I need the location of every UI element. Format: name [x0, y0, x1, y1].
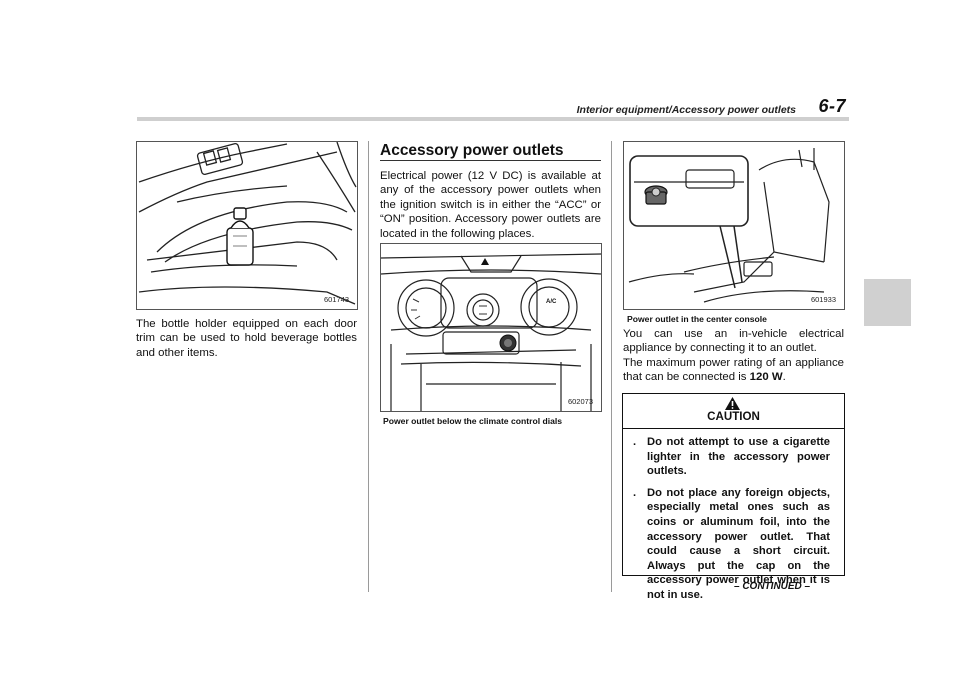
bottle-holder-illustration: 601743: [136, 141, 358, 310]
figure-code: 602073: [567, 397, 593, 406]
column-divider-2: [611, 141, 612, 592]
bullet-dot: .: [633, 486, 637, 499]
caution-bullet-2: . Do not place any foreign objects, espe…: [633, 486, 830, 603]
caution-bullet-1: . Do not attempt to use a cigarette ligh…: [633, 435, 830, 479]
column-divider-1: [368, 141, 369, 592]
section-title-rule: [380, 160, 601, 161]
center-console-drawing: [628, 148, 830, 303]
bottle-holder-drawing: [138, 142, 357, 305]
page-number: 6-7: [818, 96, 846, 116]
caution-heading: CAUTION: [707, 410, 760, 423]
chapter-side-tab: [864, 279, 911, 326]
header-rule: [137, 117, 849, 121]
power-rating-suffix: .: [782, 371, 786, 384]
bottle-holder-text: The bottle holder equipped on each door …: [136, 318, 357, 359]
bullet-dot: .: [633, 436, 637, 448]
ac-label: A/C: [546, 299, 557, 305]
climate-panel-drawing: A/C: [381, 253, 601, 411]
power-rating-value: 120 W: [749, 371, 783, 384]
appliance-text: You can use an in-vehicle electrical app…: [623, 328, 844, 355]
figure-caption: Power outlet in the center console: [627, 314, 767, 324]
section-title: Accessory power outlets: [380, 142, 564, 159]
figure-code: 601743: [323, 295, 349, 304]
caution-box: CAUTION . Do not attempt to use a cigare…: [622, 393, 845, 601]
figure-caption: Power outlet below the climate control d…: [383, 416, 563, 426]
climate-control-outlet-illustration: A/C 602073: [380, 243, 602, 412]
power-rating-text: The maximum power rating of an appliance…: [623, 356, 844, 385]
caution-header: CAUTION: [623, 394, 844, 429]
continued-label: – CONTINUED –: [734, 581, 811, 592]
caution-bullet-1-text: Do not attempt to use a cigarette lighte…: [647, 436, 830, 478]
caution-bullet-2-text: Do not place any foreign objects, especi…: [647, 486, 830, 601]
warning-triangle-icon: [725, 397, 740, 410]
power-rating-prefix: The maximum power rating of an appliance…: [623, 357, 844, 384]
center-console-outlet-illustration: 601933: [623, 141, 845, 310]
running-header-title: Interior equipment/Accessory power outle…: [576, 104, 796, 116]
power-description-text: Electrical power (12 V DC) is available …: [380, 170, 601, 240]
figure-code: 601933: [810, 295, 836, 304]
